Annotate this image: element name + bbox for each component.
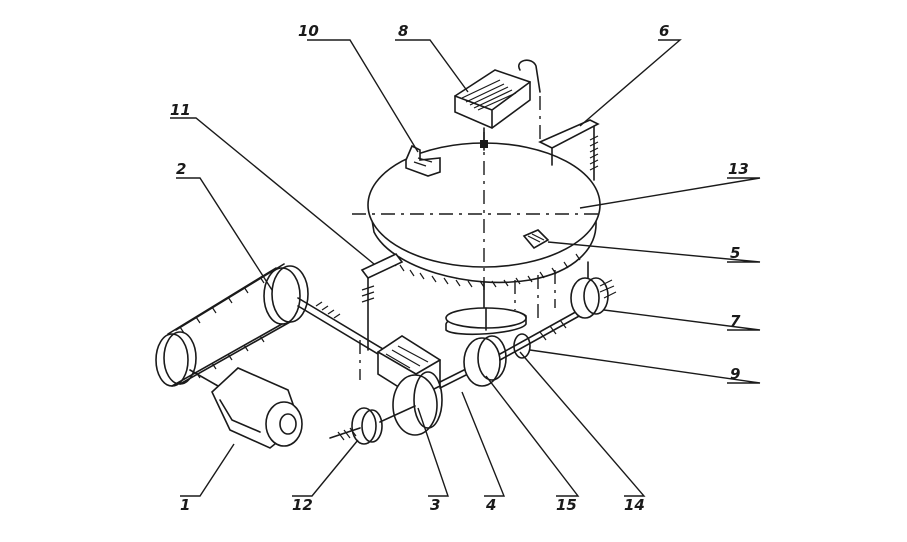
- rotary-table: [352, 132, 601, 319]
- callout-6: 6: [659, 22, 669, 40]
- callout-4: 4: [485, 496, 496, 514]
- pulley-7: [570, 261, 617, 319]
- callout-3: 3: [430, 496, 440, 514]
- motor-1: [189, 367, 303, 449]
- callout-9: 9: [730, 365, 740, 383]
- gearbox-3-4: [377, 335, 477, 436]
- drive-box-8: [454, 59, 541, 151]
- callout-10: 10: [298, 22, 319, 40]
- main-shaft: [297, 297, 389, 361]
- callout-5: 5: [730, 244, 740, 262]
- wheel-15: [445, 307, 527, 387]
- callout-14: 14: [624, 496, 645, 514]
- callouts: 10 8 6 11 2 13 5 7 9 1 12 3 4 15 14: [170, 22, 749, 514]
- part-5: [522, 229, 550, 250]
- callout-2: 2: [176, 160, 186, 178]
- lever-11: [359, 252, 404, 380]
- cam-follower-6: [538, 119, 600, 181]
- callout-1: 1: [180, 496, 190, 514]
- callout-11: 11: [170, 101, 191, 119]
- gear-12: [329, 405, 416, 445]
- callout-15: 15: [556, 496, 577, 514]
- callout-13: 13: [728, 160, 749, 178]
- belt-drive-2: [155, 263, 309, 387]
- callout-12: 12: [292, 496, 313, 514]
- leader-lines: [170, 39, 761, 497]
- callout-7: 7: [730, 312, 741, 330]
- callout-8: 8: [398, 22, 408, 40]
